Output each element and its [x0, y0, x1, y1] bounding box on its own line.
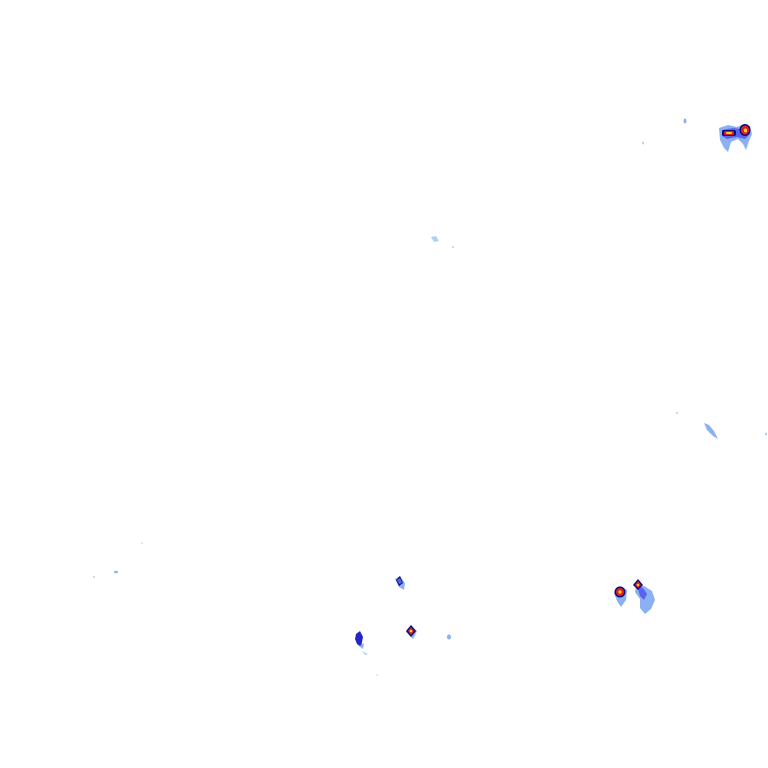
- cell-se-2: [633, 579, 655, 614]
- cell-south-2: [406, 625, 451, 640]
- cell-se-1: [614, 586, 627, 607]
- cell-ne-small: [642, 118, 736, 145]
- cell-west: [93, 542, 143, 578]
- cell-south-3: [355, 631, 378, 676]
- cell-east: [676, 412, 767, 439]
- cell-south-1: [395, 576, 405, 590]
- cell-ne-large: [719, 124, 752, 152]
- cell-center-north: [431, 236, 454, 248]
